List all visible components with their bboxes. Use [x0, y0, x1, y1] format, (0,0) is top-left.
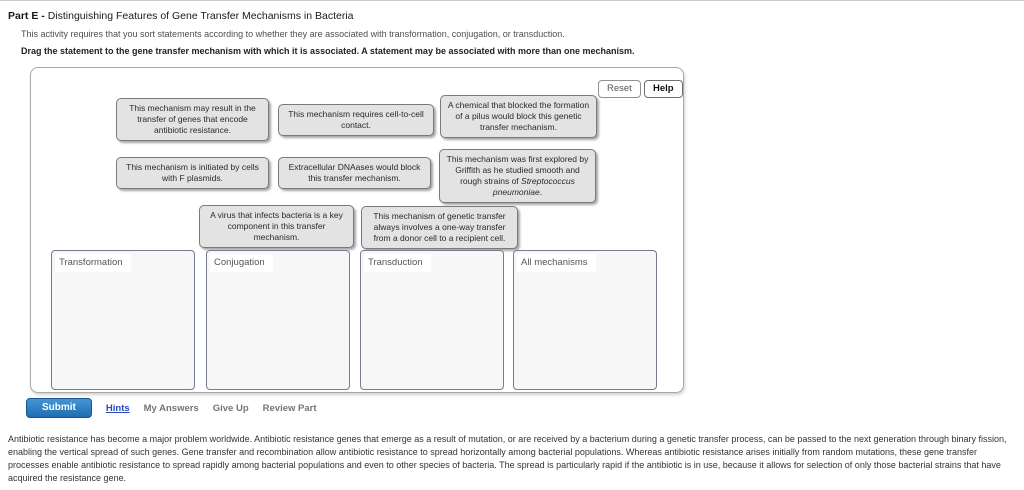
statement-text: This mechanism was first explored by Gri… — [446, 154, 589, 197]
drop-zone-transformation[interactable]: Transformation — [51, 250, 195, 390]
statement-tile-virus[interactable]: A virus that infects bacteria is a key c… — [199, 205, 354, 248]
statement-text: Extracellular DNAases would block this t… — [288, 162, 421, 183]
activity-description: This activity requires that you sort sta… — [21, 29, 565, 39]
species-name-italic: Streptococcus pneumoniae — [492, 176, 575, 197]
statement-tile-f-plasmids[interactable]: This mechanism is initiated by cells wit… — [116, 157, 269, 189]
statement-tile-one-way-transfer[interactable]: This mechanism of genetic transfer alway… — [361, 206, 518, 249]
hints-link[interactable]: Hints — [105, 402, 130, 414]
statement-text: This mechanism of genetic transfer alway… — [373, 211, 506, 243]
drop-zone-all-mechanisms[interactable]: All mechanisms — [513, 250, 657, 390]
give-up-link[interactable]: Give Up — [212, 402, 249, 414]
statement-tile-antibiotic-resistance[interactable]: This mechanism may result in the transfe… — [116, 98, 269, 141]
submit-button[interactable]: Submit — [26, 398, 92, 418]
antibiotic-resistance-paragraph: Antibiotic resistance has become a major… — [8, 434, 1007, 483]
drag-instruction: Drag the statement to the gene transfer … — [21, 46, 635, 56]
review-part-link[interactable]: Review Part — [262, 402, 317, 414]
help-button[interactable]: Help — [644, 80, 683, 98]
drop-zone-conjugation[interactable]: Conjugation — [206, 250, 350, 390]
statement-text: This mechanism requires cell-to-cell con… — [288, 109, 424, 130]
statement-text: A chemical that blocked the formation of… — [447, 100, 590, 132]
reset-button[interactable]: Reset — [598, 80, 641, 98]
part-title-text: Distinguishing Features of Gene Transfer… — [47, 10, 354, 22]
statement-tile-cell-to-cell-contact[interactable]: This mechanism requires cell-to-cell con… — [278, 104, 434, 136]
statement-tile-dnaases[interactable]: Extracellular DNAases would block this t… — [278, 157, 431, 189]
my-answers-link[interactable]: My Answers — [143, 402, 199, 414]
activity-panel: Reset Help This mechanism may result in … — [30, 67, 684, 393]
statement-text: A virus that infects bacteria is a key c… — [210, 210, 343, 242]
statement-tile-griffith[interactable]: This mechanism was first explored by Gri… — [439, 149, 596, 203]
drop-zone-transduction[interactable]: Transduction — [360, 250, 504, 390]
bin-label: Transduction — [364, 254, 431, 272]
statement-text: This mechanism may result in the transfe… — [129, 103, 256, 135]
statement-text: This mechanism is initiated by cells wit… — [126, 162, 259, 183]
footer-controls: Submit Hints My Answers Give Up Review P… — [26, 398, 317, 418]
statement-tile-pilus-chemical[interactable]: A chemical that blocked the formation of… — [440, 95, 597, 138]
bin-label: All mechanisms — [517, 254, 596, 272]
page-title: Part E - Distinguishing Features of Gene… — [8, 10, 354, 22]
bin-label: Conjugation — [210, 254, 273, 272]
bin-label: Transformation — [55, 254, 131, 272]
part-label: Part E - — [8, 10, 45, 22]
